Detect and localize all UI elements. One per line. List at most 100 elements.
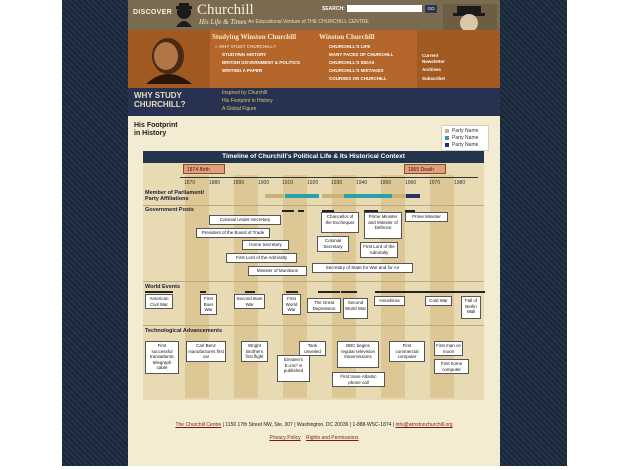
party-bar-4	[344, 194, 362, 198]
nav-link-churchills-mistakes[interactable]: CHURCHILL'S MISTAKES	[329, 68, 384, 73]
gov-post-secretary-war-air: Secretary of State for War and for Air	[312, 263, 413, 273]
nav-link-subscribe[interactable]: Subscribe!	[422, 76, 446, 81]
section-divider	[143, 281, 484, 282]
legend-item: Party Name	[445, 135, 478, 141]
nav-link-churchills-life[interactable]: CHURCHILL'S LIFE	[329, 44, 371, 49]
legend-label: Party Name	[452, 135, 479, 141]
tech-einstein: Einstein's E=mc² is published	[277, 355, 310, 382]
decade-band	[381, 175, 405, 398]
year-label: 1910	[282, 180, 294, 186]
churchill-silhouette-icon	[176, 3, 192, 27]
why-link-inspired[interactable]: Inspired by Churchill	[222, 90, 268, 96]
why-study-bar	[128, 88, 500, 116]
tech-transatlantic-cable: First successful transatlantic telegraph…	[145, 341, 179, 374]
footer-org-link[interactable]: The Churchill Centre	[175, 422, 222, 428]
nav-link-churchills-ideas[interactable]: CHURCHILL'S IDEAS	[329, 60, 375, 65]
gov-bar	[282, 210, 288, 212]
footer-rights-link[interactable]: Rights and Permissions	[305, 435, 359, 441]
footer-email-link[interactable]: info@winstonchurchill.org	[395, 422, 453, 428]
legend-swatch	[445, 135, 449, 140]
why-link-footprint[interactable]: His Footprint in History	[222, 98, 273, 104]
tech-bbc-television: BBC begins regular television transmissi…	[337, 341, 379, 368]
page-title: His Footprint in History	[134, 122, 178, 138]
footer-links: Privacy Policy Rights and Permissions	[128, 435, 500, 441]
party-bar-3	[322, 194, 344, 198]
footer-privacy-link[interactable]: Privacy Policy	[269, 435, 301, 441]
brand-name[interactable]: Churchill	[197, 2, 254, 18]
nav-portrait-panel	[128, 30, 210, 88]
party-bar-7	[406, 194, 420, 198]
nav-link-many-faces[interactable]: MANY FACES OF CHURCHILL	[329, 52, 394, 57]
gov-post-chancellor: Chancellor of the Exchequer	[321, 212, 359, 233]
search-input[interactable]	[347, 5, 422, 12]
gov-post-colonial-under-secretary: Colonial Under-Secretary	[209, 215, 281, 225]
parliament-label-line1: Member of Parliament/	[145, 190, 204, 196]
event-first-world-war: First World War	[282, 294, 301, 315]
event-bar	[200, 291, 206, 293]
year-label: 1970	[429, 180, 441, 186]
year-label: 1900	[258, 180, 270, 186]
birth-marker: 1874 Birth	[183, 164, 225, 174]
party-bar-6	[392, 194, 406, 198]
nav-col1-title: Studying Winston Churchill	[212, 33, 297, 41]
event-bar	[286, 291, 298, 293]
event-hiroshima: Hiroshima	[374, 296, 405, 306]
page-title-line2: in History	[134, 130, 167, 137]
brand-subtitle: His Life & Times	[199, 18, 247, 26]
gov-post-prime-minister-defence: Prime Minister and Minister of Defence	[364, 212, 402, 239]
event-great-depression: The Great Depression	[307, 298, 341, 313]
world-events-label: World Events	[145, 284, 181, 290]
event-bar	[145, 291, 173, 293]
search-label: SEARCH:	[322, 6, 345, 12]
section-divider	[143, 205, 484, 206]
tech-wright-brothers: Wright Brothers first flight	[241, 341, 268, 362]
legend-label: Party Name	[452, 128, 479, 134]
event-bar	[378, 291, 485, 293]
gov-posts-label: Government Posts	[145, 207, 194, 213]
tech-transatlantic-phone: First trans-Atlantic phone call	[332, 372, 385, 387]
gov-bar	[288, 210, 294, 212]
event-cold-war: Cold War	[425, 296, 452, 306]
event-second-world-war: Second World War	[343, 298, 368, 319]
why-link-global-figure[interactable]: A Global Figure	[222, 106, 257, 112]
nav-link-studying-history[interactable]: STUDYING HISTORY	[222, 52, 267, 57]
event-second-boer-war: Second Boer War	[234, 294, 265, 309]
page-title-line1: His Footprint	[134, 122, 178, 129]
gov-post-board-of-trade: President of the Board of Trade	[196, 228, 270, 238]
year-label: 1880	[209, 180, 221, 186]
nav-link-british-government[interactable]: BRITISH GOVERNMENT & POLITICS	[222, 60, 301, 65]
nav-link-current-newsletter[interactable]: Current Newsletter	[422, 53, 445, 64]
event-first-boer-war: First Boer War	[200, 294, 217, 315]
gov-bar	[322, 210, 334, 212]
why-study-title-line1: WHY STUDY	[134, 91, 182, 100]
gov-post-home-secretary: Home Secretary	[242, 240, 289, 250]
year-label: 1950	[380, 180, 392, 186]
gov-post-first-lord-admiralty: First Lord of the Admiralty	[226, 253, 297, 263]
gov-bar	[364, 210, 378, 212]
year-label: 1980	[454, 180, 466, 186]
brand-tagline: An Educational Venture of THE CHURCHILL …	[248, 19, 369, 25]
legend-item: Party Name	[445, 128, 478, 134]
nav-link-why-study[interactable]: » WHY STUDY CHURCHILL?	[215, 44, 276, 49]
nav-link-archives[interactable]: Archives	[422, 67, 442, 72]
nav-link-writing-paper[interactable]: WRITING A PAPER	[222, 68, 263, 73]
section-divider	[143, 325, 484, 326]
logo-discover: DISCOVER	[133, 9, 172, 16]
gov-post-minister-of-munitions: Minister of Munitions	[248, 266, 307, 276]
gov-post-first-lord-admiralty-2: First Lord of the Admiralty	[360, 242, 398, 258]
timeline-title: Timeline of Churchill's Political Life &…	[143, 151, 484, 163]
decade-band	[234, 175, 258, 398]
go-button[interactable]: GO	[425, 5, 437, 13]
year-label: 1920	[307, 180, 319, 186]
event-bar	[245, 291, 255, 293]
nav-link-courses[interactable]: COURSES ON CHURCHILL	[329, 76, 387, 81]
year-label: 1930	[331, 180, 343, 186]
gov-post-prime-minister: Prime Minister	[405, 212, 448, 222]
tech-label: Technological Advancements	[145, 328, 223, 334]
tech-carl-benz-car: Carl Benz manufactures first car	[186, 341, 226, 362]
event-bar	[318, 291, 340, 293]
event-fall-of-berlin-wall: Fall of Berlin Wall	[461, 296, 481, 319]
right-background	[500, 0, 567, 466]
churchill-face-icon	[146, 38, 192, 84]
left-background	[62, 0, 128, 466]
